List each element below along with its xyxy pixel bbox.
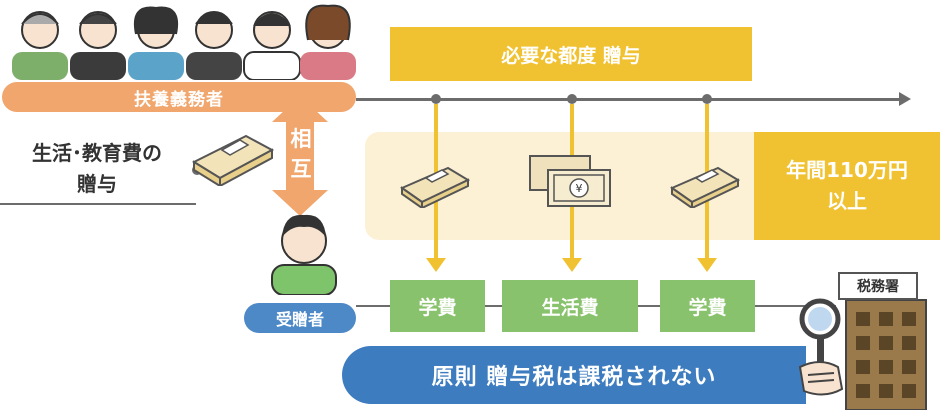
gift-leader-line [0,203,196,205]
expense-box: 学費 [660,280,755,332]
timeline-dot [702,94,712,104]
money-stack-icon [399,166,471,208]
money-stack-icon [669,166,741,208]
mutual-char2: 互 [290,157,312,181]
supporters-illustration [12,4,356,80]
expense-box: 生活費 [502,280,638,332]
amount-box: 年間110万円 以上 [754,132,940,240]
flow-arrowhead [562,258,582,272]
person-icon [243,11,301,80]
flow-arrowhead [697,258,717,272]
magnifier-icon [798,298,844,396]
person-icon [12,11,68,80]
timeline-dot [431,94,441,104]
svg-text:¥: ¥ [576,182,583,195]
amount-line1: 年間110万円 [786,158,908,182]
gift-label-line1: 生活･教育費の [32,141,162,165]
timeline-dot [567,94,577,104]
person-icon [70,11,126,80]
flow-arrowhead [426,258,446,272]
tax-office-building-icon [845,299,927,410]
timeline-line [356,98,901,101]
tax-office-label: 税務署 [838,272,918,300]
gift-label: 生活･教育費の 贈与 [2,138,192,200]
need-banner: 必要な都度 贈与 [390,27,752,81]
person-icon [128,6,184,80]
person-icon [300,4,356,80]
person-icon [186,11,242,80]
banknotes-icon: ¥ [529,155,611,207]
recipient-person-icon [271,214,337,295]
mutual-double-arrow [272,96,328,216]
expense-box: 学費 [390,280,485,332]
recipient-label: 受贈者 [244,303,356,333]
mutual-char1: 相 [290,127,312,151]
mutual-label: 相 互 [287,124,315,184]
principle-banner: 原則 贈与税は課税されない [342,346,806,404]
amount-line2: 以上 [827,189,867,213]
money-stack-icon [191,134,275,186]
timeline-arrowhead [899,92,911,106]
gift-label-line2: 贈与 [77,172,117,196]
